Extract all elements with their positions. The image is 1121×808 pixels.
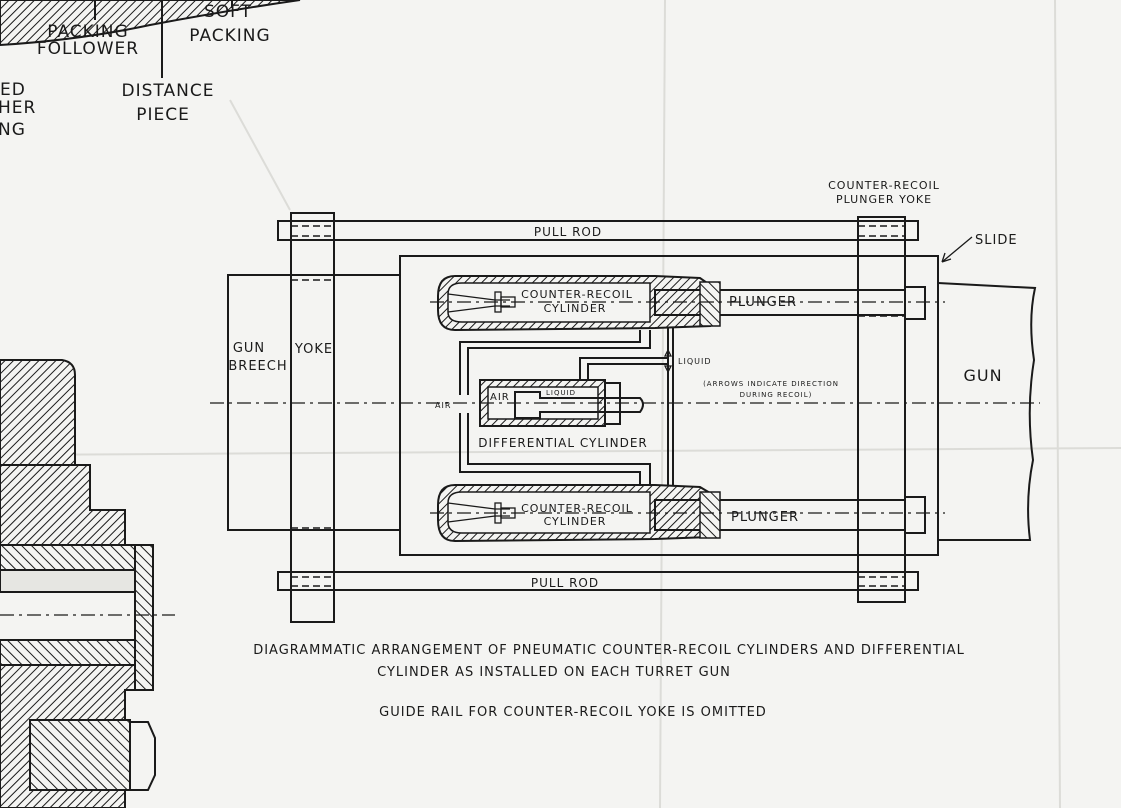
yoke-left (290, 212, 335, 623)
cut-label-1: ED (0, 80, 26, 100)
diff-liquid-label: LIQUID (546, 389, 576, 397)
gun-breech-label-2: BREECH (228, 359, 287, 374)
cut-label-3: NG (0, 120, 26, 140)
pull-rod-top (277, 220, 919, 241)
caption: DIAGRAMMATIC ARRANGEMENT OF PNEUMATIC CO… (253, 643, 965, 720)
diagram-labels: PULL ROD PULL ROD COUNTER-RECOIL PLUNGER… (228, 179, 1018, 590)
caption-line-2: CYLINDER AS INSTALLED ON EACH TURRET GUN (377, 665, 731, 680)
packing-follower-label-1: PACKING (47, 22, 128, 42)
air-line-label: AIR (435, 401, 451, 410)
slide (399, 255, 939, 556)
upper-cylinder-label-1: COUNTER-RECOIL (521, 288, 633, 301)
distance-piece-label-2: PIECE (136, 105, 190, 125)
gun-barrel (937, 282, 1037, 541)
gun-assembly (210, 212, 1040, 623)
plunger-top-label: PLUNGER (729, 295, 797, 310)
lower-cylinder-label-1: COUNTER-RECOIL (521, 502, 633, 515)
distance-piece-label-1: DISTANCE (122, 81, 215, 101)
differential-cylinder-label: DIFFERENTIAL CYLINDER (478, 436, 648, 450)
soft-packing-label-1: SOFT (204, 2, 252, 22)
plunger-yoke (857, 216, 906, 603)
plunger-yoke-label-2: PLUNGER YOKE (836, 193, 932, 206)
packing-detail-fragment: PACKING FOLLOWER SOFT PACKING DISTANCE P… (0, 0, 301, 140)
soft-packing-label-2: PACKING (189, 26, 270, 46)
arrows-note-1: (ARROWS INDICATE DIRECTION (703, 380, 839, 388)
plunger-bottom-label: PLUNGER (731, 510, 799, 525)
packing-follower-label-2: FOLLOWER (37, 39, 139, 59)
pull-rod-bottom (277, 571, 919, 591)
upper-cylinder-label-2: CYLINDER (544, 302, 607, 315)
caption-line-1: DIAGRAMMATIC ARRANGEMENT OF PNEUMATIC CO… (253, 643, 965, 658)
pull-rod-top-label: PULL ROD (534, 225, 602, 239)
slide-label: SLIDE (975, 233, 1018, 248)
breech-section-fragment (0, 359, 175, 808)
caption-line-3: GUIDE RAIL FOR COUNTER-RECOIL YOKE IS OM… (379, 705, 767, 720)
arrows-note-2: DURING RECOIL) (740, 391, 813, 399)
diff-air-label: AIR (490, 392, 510, 403)
lower-cylinder-label-2: CYLINDER (544, 515, 607, 528)
cut-label-2: HER (0, 98, 36, 118)
gun-label: GUN (963, 366, 1002, 385)
pull-rod-bottom-label: PULL ROD (531, 576, 599, 590)
plunger-yoke-label-1: COUNTER-RECOIL (828, 179, 940, 192)
yoke-label: YOKE (294, 342, 333, 357)
gun-breech-label-1: GUN (233, 341, 265, 356)
liquid-line-label: LIQUID (678, 357, 712, 366)
